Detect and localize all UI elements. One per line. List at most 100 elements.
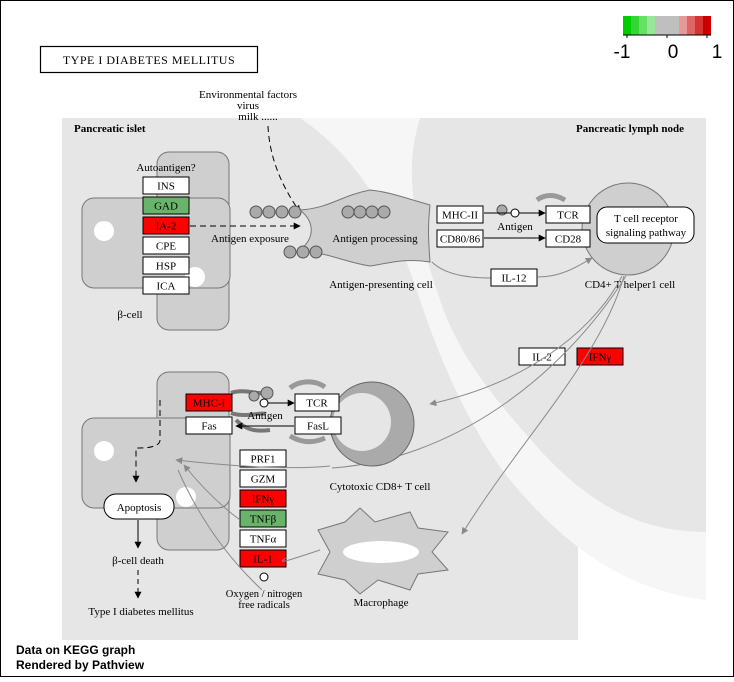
gene-gad[interactable] [142,196,190,215]
gene-il-2-label: IL-2 [532,352,552,364]
tcr-receptor-arc [535,193,567,203]
antigen-particles-3 [283,245,323,259]
legend-swatch [671,16,679,35]
antigen-particles-2 [341,205,391,219]
page-title: TYPE I DIABETES MELLITUS [63,53,235,67]
gene-tnfa[interactable] [239,529,287,548]
gene-mhc-ii[interactable] [436,205,484,224]
milk-label: milk ...... [238,111,278,123]
legend-swatch [655,16,663,35]
environmental-factors-label: Environmental factors [199,89,297,101]
cd4-to-macrophage-arrow [461,275,625,535]
gene-tnfb[interactable] [239,509,287,528]
gene-ifng-2-label: IFNγ [252,494,275,506]
gene-ins[interactable] [142,176,190,195]
footer-render-credit: Rendered by Pathview [16,658,145,672]
cytokine-to-beta-arrow [175,457,331,469]
beta-cell-nucleus [185,267,205,287]
gene-ifng-2[interactable] [239,489,287,508]
gene-tcr-1[interactable] [545,205,591,224]
antigen-particle [275,205,289,219]
autoantigen-label: Autoantigen? [136,162,195,174]
virus-label: virus [237,100,259,112]
legend-swatch [703,16,711,35]
macrophage-to-cytokine-line [281,549,321,562]
antigen-top-label: Antigen [497,221,533,233]
gene-tcr-1-label: TCR [557,210,579,222]
gene-cpe[interactable] [142,236,190,255]
gene-cd28[interactable] [545,229,591,248]
ctl-receptor-arc [288,379,327,391]
footer-data-credit: Data on KEGG graph [16,643,135,657]
tcr-pathway-line2: signaling pathway [606,227,687,239]
apoptosis-label: Apoptosis [117,502,162,514]
gene-fas-label: Fas [201,421,216,433]
fas-to-apoptosis-arrow [132,400,161,483]
legend-max-label: 1 [712,42,723,63]
pancreatic-islet-label: Pancreatic islet [74,123,146,135]
antigen-bottom-label: Antigen [247,410,283,422]
antigen-particle [309,245,323,259]
antigen-processing-label: Antigen processing [332,233,418,245]
beta-cell-nucleus [176,487,196,507]
gene-mhc-i[interactable] [185,393,233,412]
gene-fas[interactable] [185,416,233,435]
gene-ica-label: ICA [157,281,176,293]
oxygen-nitrogen-label: Oxygen / nitrogen [226,589,303,600]
gene-cd28-label: CD28 [555,234,582,246]
cytotoxic-t-cell-inner [333,393,391,451]
free-radical-dot [259,572,269,582]
gene-prf1-label: PRF1 [250,454,275,466]
gene-tcr-2[interactable] [294,393,340,412]
antigen-particle [353,205,367,219]
legend-swatch [679,16,687,35]
gene-ins-label: INS [157,181,175,193]
legend-swatch [695,16,703,35]
gene-tcr-2-label: TCR [306,398,328,410]
gene-il-2[interactable] [518,347,566,366]
mhc-i-antigen-dot [260,386,274,400]
antigen-particles-1 [249,205,302,219]
antigen-particle [365,205,379,219]
antigen-particle [283,245,297,259]
gene-cd80-86[interactable] [436,229,484,248]
gene-ia-2[interactable] [142,216,190,235]
legend-swatch [631,16,639,35]
free-radicals-label: free radicals [238,600,290,611]
antigen-binding-dot [510,208,520,218]
gene-gad-label: GAD [154,201,178,213]
gene-hsp[interactable] [142,256,190,275]
mhc-i-binding-dot [259,398,269,408]
gene-ifng-1-label: IFNγ [589,352,612,364]
cytokine-to-beta-arrow-2 [183,464,241,521]
gene-ia-2-label: IA-2 [156,221,177,233]
legend-min-label: -1 [614,42,631,63]
antigen-particle [262,205,276,219]
color-legend: -1 0 1 [614,16,723,63]
gene-il-12[interactable] [490,268,538,287]
gene-mhc-i-label: MHC-I [193,398,226,410]
tcr-signaling-pathway-link[interactable] [596,206,695,244]
legend-swatch [623,16,631,35]
macrophage-nucleus [343,541,419,563]
antigen-exposure-label: Antigen exposure [211,233,289,245]
legend-swatch [687,16,695,35]
tcr-pathway-line1: T cell receptor [614,213,678,225]
legend-swatch [647,16,655,35]
ctl-fasl-arc [288,433,327,445]
legend-swatch [663,16,671,35]
legend-mid-label: 0 [668,42,679,63]
antigen-particle [288,205,302,219]
beta-cell-nucleus [94,441,114,461]
gene-gzm[interactable] [239,469,287,488]
gene-cd80-86-label: CD80/86 [440,234,481,246]
environment-arrow [267,125,301,213]
apoptosis-pathway-link[interactable] [103,493,175,520]
gene-fasl[interactable] [294,416,342,435]
gene-gzm-label: GZM [251,474,276,486]
antigen-particle [377,205,391,219]
gene-il-1-label: IL-1 [253,554,273,566]
gene-ica[interactable] [142,276,190,295]
